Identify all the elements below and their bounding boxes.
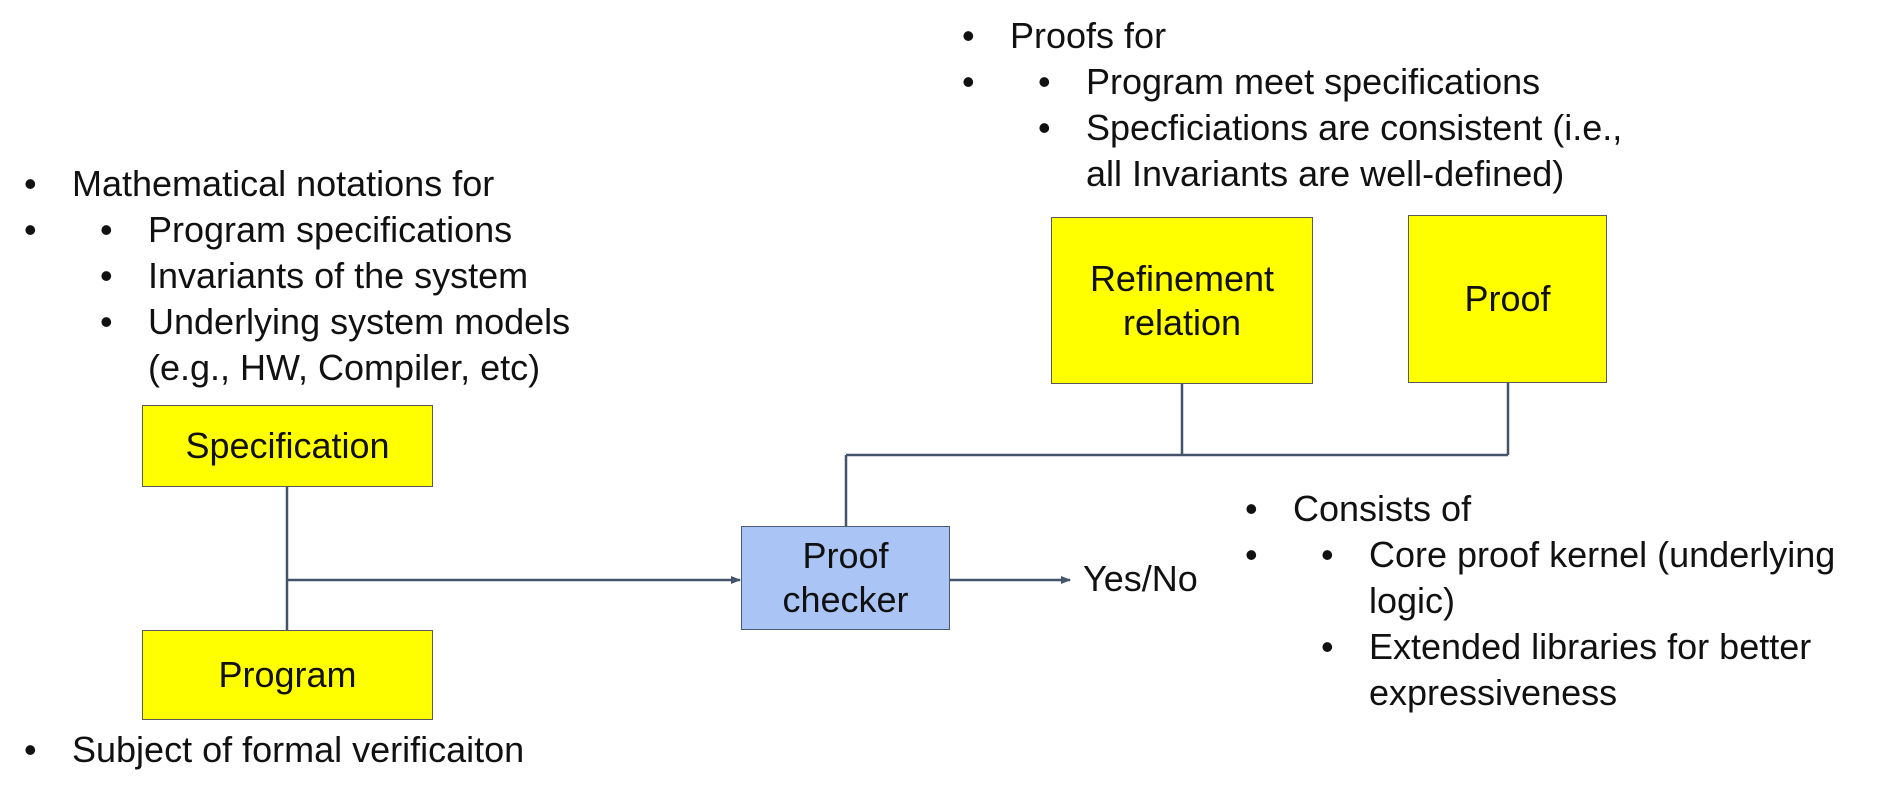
proofs-heading: Proofs for [962, 13, 1622, 59]
proof-checker-label-line: checker [782, 579, 909, 620]
math-subgroup: Program specifications Invariants of the… [24, 207, 570, 391]
proofs-item-line: all Invariants are well-defined) [1086, 153, 1565, 194]
specification-label: Specification [185, 425, 390, 466]
consists-subgroup: Core proof kernel (underlying logic) Exte… [1245, 532, 1835, 716]
consists-item-line: Core proof kernel (underlying [1369, 534, 1836, 575]
math-item-line: (e.g., HW, Compiler, etc) [148, 347, 541, 388]
program-box: Program [142, 630, 433, 720]
refinement-label-line: Refinement [1089, 257, 1275, 299]
math-item-line: Underlying system models [148, 301, 571, 342]
proof-box: Proof [1408, 215, 1607, 383]
refinement-label-line: relation [1122, 301, 1242, 343]
math-item: Invariants of the system [100, 253, 570, 299]
proofs-item-line: Specficiations are consistent (i.e., [1086, 107, 1623, 148]
proofs-item: Program meet specifications [1038, 59, 1622, 105]
specification-box: Specification [142, 405, 433, 487]
consists-item: Core proof kernel (underlying logic) [1321, 532, 1835, 624]
proof-label: Proof [1464, 278, 1551, 319]
math-item: Underlying system models (e.g., HW, Compi… [100, 299, 570, 391]
consists-item-line: Extended libraries for better [1369, 626, 1812, 667]
math-notes: Mathematical notations for Program speci… [24, 161, 570, 391]
proofs-item: Specficiations are consistent (i.e., all … [1038, 105, 1622, 197]
consists-item-line: logic) [1369, 580, 1456, 621]
proofs-subgroup: Program meet specifications Specficiatio… [962, 59, 1622, 197]
subject-item: Subject of formal verificaiton [24, 727, 524, 773]
consists-item-line: expressiveness [1369, 672, 1618, 713]
math-item: Program specifications [100, 207, 570, 253]
proofs-notes: Proofs for Program meet specifications S… [962, 13, 1622, 197]
consists-item: Extended libraries for better expressiven… [1321, 624, 1835, 716]
consists-heading: Consists of [1245, 486, 1835, 532]
proof-checker-label-line: Proof [802, 535, 889, 576]
output-label: Yes/No [1083, 558, 1198, 599]
consists-notes: Consists of Core proof kernel (underlyin… [1245, 486, 1835, 716]
subject-note: Subject of formal verificaiton [24, 727, 524, 773]
program-label: Program [218, 654, 357, 695]
math-heading: Mathematical notations for [24, 161, 570, 207]
